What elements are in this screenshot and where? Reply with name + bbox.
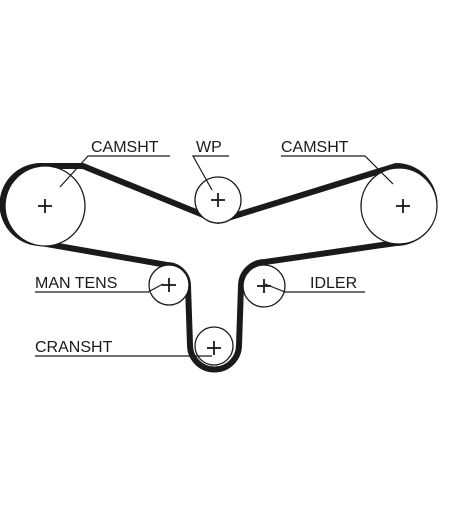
camshaft-left-pulley: [4, 165, 86, 247]
idler-pulley: [242, 264, 286, 308]
water-pump-pulley: [194, 176, 242, 224]
manual-tensioner-leader: [35, 283, 164, 293]
camshaft-left-label: CAMSHT: [91, 139, 159, 156]
idler-leader: [264, 283, 365, 293]
camshaft-right-leader: [281, 155, 394, 185]
camshaft-right-pulley: [360, 167, 438, 245]
crankshaft-label: CRANSHT: [35, 339, 113, 356]
idler-label: IDLER: [310, 275, 357, 292]
manual-tensioner-pulley: [148, 264, 190, 306]
crankshaft-pulley: [194, 326, 234, 366]
manual-tensioner-label: MAN TENS: [35, 275, 117, 292]
camshaft-left-leader: [59, 155, 170, 188]
water-pump-label: WP: [196, 139, 222, 156]
water-pump-leader: [191, 155, 229, 191]
camshaft-right-label: CAMSHT: [281, 139, 349, 156]
